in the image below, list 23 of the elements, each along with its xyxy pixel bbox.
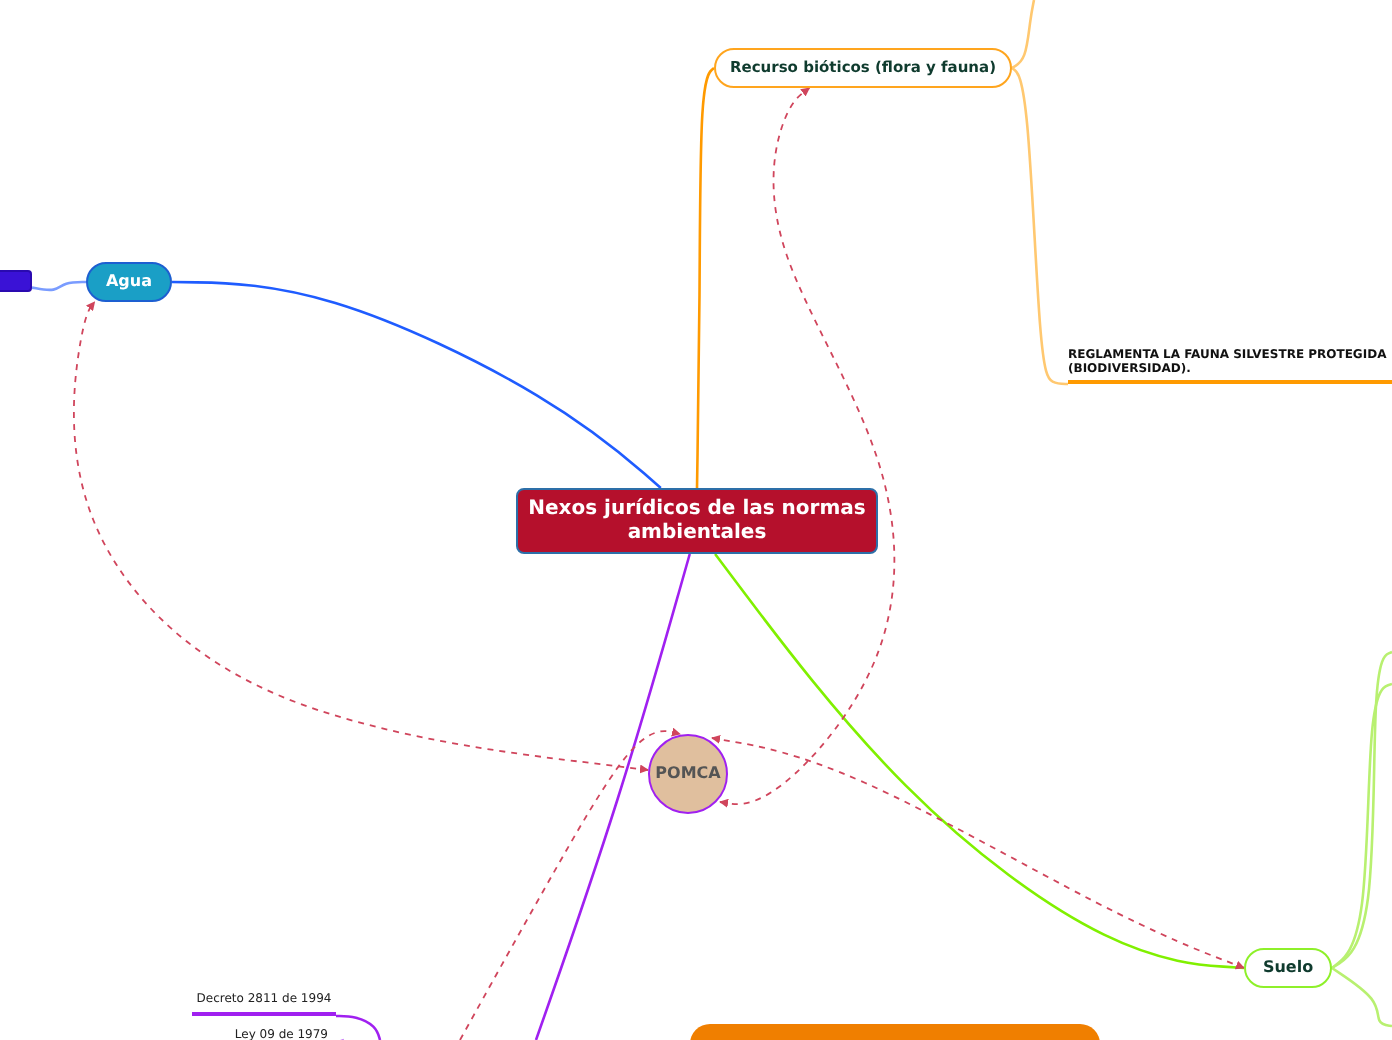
central-topic-box xyxy=(516,488,878,554)
dashed-relation-arrow xyxy=(459,727,681,1040)
subtopic-text xyxy=(1068,348,1392,384)
dashed-relation-arrow xyxy=(719,87,896,808)
node-label: Nexos jurídicos de las normas ambientales xyxy=(526,498,868,544)
branch-line xyxy=(1011,0,1036,70)
branch-line xyxy=(336,1014,382,1040)
branch-line xyxy=(31,280,86,292)
dashed-relation-arrow xyxy=(711,734,1245,970)
topic-box xyxy=(1244,948,1332,988)
node-label: Suelo xyxy=(1262,958,1314,978)
branch-line xyxy=(695,67,715,489)
branch-line xyxy=(534,553,691,1040)
empty-box xyxy=(0,270,32,292)
branch-line xyxy=(1331,966,1392,1028)
topic-box xyxy=(714,48,1012,88)
topic-circle xyxy=(648,734,728,814)
branch-line xyxy=(172,280,662,489)
subtopic-text xyxy=(192,988,336,1016)
dashed-relation-arrow xyxy=(73,301,649,774)
topic-box xyxy=(86,262,172,302)
node-label: POMCA xyxy=(655,764,721,784)
node-label: Agua xyxy=(105,272,152,292)
